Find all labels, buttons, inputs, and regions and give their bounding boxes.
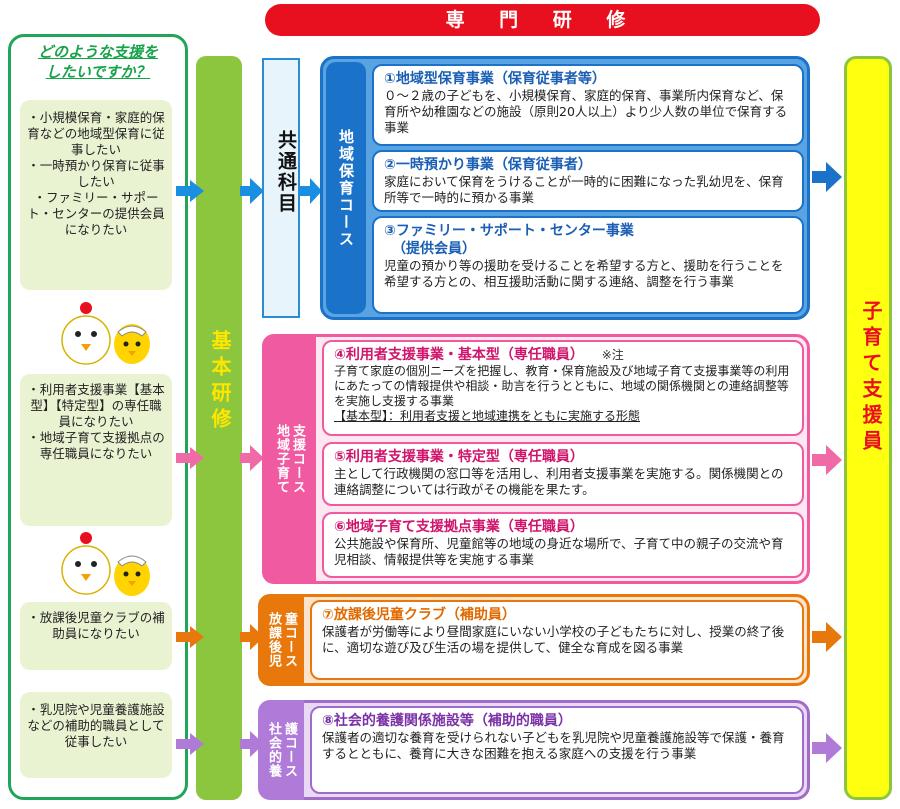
course-label-social-care: 社会的養 護コース: [258, 700, 304, 800]
course-item-desc: 児童の預かり等の援助を受けることを希望する方と、援助を行うことを希望する方との、…: [384, 258, 784, 289]
want-box-support: ・利用者支援事業【基本型】【特定型】の専任職員になりたい ・地域子育て支援拠点の…: [20, 374, 172, 526]
course-item-desc: 保護者が労働等により昼間家庭にいない小学校の子どもたちに対し、授業の終了後に、適…: [322, 624, 785, 655]
childcare-supporter-bar: [844, 56, 892, 800]
chick-pair-icon-2: [61, 532, 150, 596]
course-item-2: ②一時預かり事業（保育従事者） 家庭において保育をうけることが一時的に困難になっ…: [372, 150, 804, 212]
basic-training-label: 基本研修: [208, 330, 232, 434]
course-item-title: ④利用者支援事業・基本型（専任職員）: [334, 347, 584, 363]
course-item-title: ⑥地域子育て支援拠点事業（専任職員）: [334, 519, 584, 535]
want-box-social-care: ・乳児院や児童養護施設などの補助的職員として従事したい: [20, 692, 172, 778]
arrow-blue-2: [240, 178, 264, 204]
arrow-pink-out: [812, 445, 842, 475]
course-item-5: ⑤利用者支援事業・特定型（専任職員） 主として行政機関の窓口等を活用し、利用者支…: [322, 442, 804, 506]
arrow-pink-2: [240, 445, 264, 471]
course-item-desc: 子育て家庭の個別ニーズを把握し、教育・保育施設及び地域子育て支援事業等の利用にあ…: [334, 364, 790, 408]
course-label-col1: 社会的養: [266, 722, 281, 778]
common-subjects-label: 共通科目: [275, 130, 297, 214]
want-text-childcare: ・小規模保育・家庭的保育などの地域型保育に従事したい ・一時預かり保育に従事した…: [27, 110, 165, 237]
arrow-orange-2: [240, 624, 264, 650]
want-box-afterschool: ・放課後児童クラブの補助員になりたい: [20, 602, 172, 670]
course-label-col1: 放課後児: [266, 612, 281, 668]
course-item-title: ⑤利用者支援事業・特定型（専任職員）: [334, 449, 584, 465]
basic-training-bar: [196, 56, 242, 800]
course-item-desc: 公共施設や保育所、児童館等の地域の身近な場所で、子育て中の親子の交流や育児相談、…: [334, 536, 784, 567]
arrow-purple-1: [176, 733, 204, 755]
course-item-desc: 家庭において保育をうけることが一時的に困難になった乳幼児を、保育所等で一時的に預…: [384, 174, 784, 205]
left-title-line1: どのような支援を: [37, 43, 158, 61]
course-item-desc: 保護者の適切な養育を受けられない子どもを乳児院や児童養護施設等で保護・養育すると…: [322, 730, 785, 761]
course-item-note: ※注: [601, 348, 624, 362]
want-box-childcare: ・小規模保育・家庭的保育などの地域型保育に従事したい ・一時預かり保育に従事した…: [20, 100, 172, 290]
course-item-7: ⑦放課後児童クラブ（補助員） 保護者が労働等により昼間家庭にいない小学校の子ども…: [310, 600, 804, 680]
course-label-community-support: 地域子育て 支援コース: [262, 334, 316, 584]
course-item-6: ⑥地域子育て支援拠点事業（専任職員） 公共施設や保育所、児童館等の地域の身近な場…: [322, 512, 804, 578]
course-label-col1: 地域子育て: [274, 424, 289, 494]
course-label-col2: 支援コース: [290, 424, 305, 494]
course-item-3: ③ファミリー・サポート・センター事業 （提供会員） 児童の預かり等の援助を受ける…: [372, 216, 804, 314]
course-item-8: ⑧社会的養護関係施設等（補助的職員） 保護者の適切な養育を受けられない子どもを乳…: [310, 706, 804, 794]
arrow-purple-out: [812, 733, 842, 763]
course-item-desc: ０～２歳の子どもを、小規模保育、家庭的保育、事業所内保育など、保育所や幼稚園など…: [384, 88, 788, 135]
want-text-social-care: ・乳児院や児童養護施設などの補助的職員として従事したい: [27, 702, 165, 749]
arrow-orange-out: [812, 622, 842, 652]
course-item-title: ③ファミリー・サポート・センター事業: [384, 223, 634, 239]
arrow-blue-1: [176, 180, 204, 202]
course-item-1: ①地域型保育事業（保育従事者等） ０～２歳の子どもを、小規模保育、家庭的保育、事…: [372, 64, 804, 146]
course-label-col2: 童コース: [282, 612, 297, 668]
course-item-desc: 主として行政機関の窓口等を活用し、利用者支援事業を実施する。関係機関との連絡調整…: [334, 466, 784, 497]
course-item-title: ①地域型保育事業（保育従事者等）: [384, 71, 606, 87]
arrow-orange-1: [176, 626, 204, 648]
specialized-training-header: 専 門 研 修: [265, 4, 820, 36]
left-title-line2: したいですか？: [45, 63, 151, 81]
want-text-support: ・利用者支援事業【基本型】【特定型】の専任職員になりたい ・地域子育て支援拠点の…: [27, 382, 165, 461]
arrow-purple-2: [240, 731, 264, 757]
arrow-blue-out: [812, 162, 842, 192]
chick-pair-icon: [61, 302, 150, 365]
arrow-blue-3: [300, 178, 322, 204]
common-subjects-box: [262, 58, 300, 318]
want-text-afterschool: ・放課後児童クラブの補助員になりたい: [27, 610, 165, 641]
course-label-afterschool: 放課後児 童コース: [258, 594, 304, 686]
course-item-desc2: 【基本型】：利用者支援と地域連携をともに実施する形態: [334, 409, 641, 423]
arrow-pink-1: [176, 447, 204, 469]
course-item-4: ④利用者支援事業・基本型（専任職員） ※注 子育て家庭の個別ニーズを把握し、教育…: [322, 340, 804, 436]
course-item-title: ⑧社会的養護関係施設等（補助的職員）: [322, 713, 572, 729]
course-item-subtitle: （提供会員）: [392, 241, 476, 257]
course-label-col2: 護コース: [282, 722, 297, 778]
course-item-title: ②一時預かり事業（保育従事者）: [384, 157, 592, 173]
childcare-supporter-label: 子育て支援員: [859, 300, 883, 456]
course-label-text: 地域保育コース: [337, 128, 355, 248]
left-panel-title: どのような支援を したいですか？: [18, 42, 178, 82]
course-label-community-childcare: 地域保育コース: [326, 62, 366, 314]
course-item-title: ⑦放課後児童クラブ（補助員）: [322, 607, 516, 623]
